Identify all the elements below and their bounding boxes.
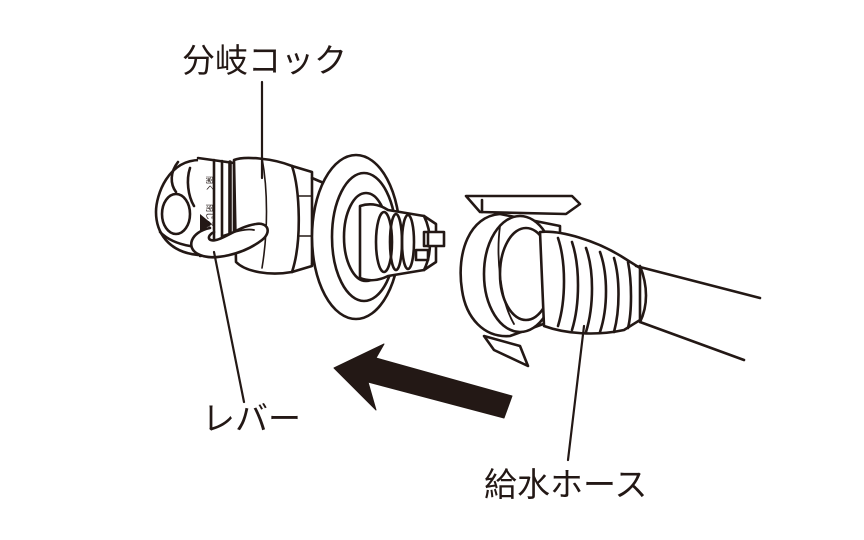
marking-arrow-icon <box>200 214 212 232</box>
cock-lever <box>189 222 269 259</box>
branch-cock-label: 分岐コック <box>182 41 347 80</box>
close-marking: 閉じる <box>205 204 214 228</box>
cock-spout <box>358 203 446 282</box>
hose-clamp <box>464 194 582 368</box>
hose-tube <box>634 264 762 362</box>
branch-cock: 開く 閉じる <box>154 153 446 321</box>
supply-hose-leader <box>566 324 586 462</box>
leader-lines <box>212 80 586 462</box>
open-marking: 開く <box>205 176 214 192</box>
hose-coupling <box>459 212 562 338</box>
supply-hose-label: 給水ホース <box>484 465 648 504</box>
left-arrow-icon <box>333 343 513 419</box>
lever-label: レバー <box>202 399 301 438</box>
hose-corrugation <box>538 230 642 335</box>
lever-leader <box>212 250 246 404</box>
supply-hose <box>459 194 762 368</box>
